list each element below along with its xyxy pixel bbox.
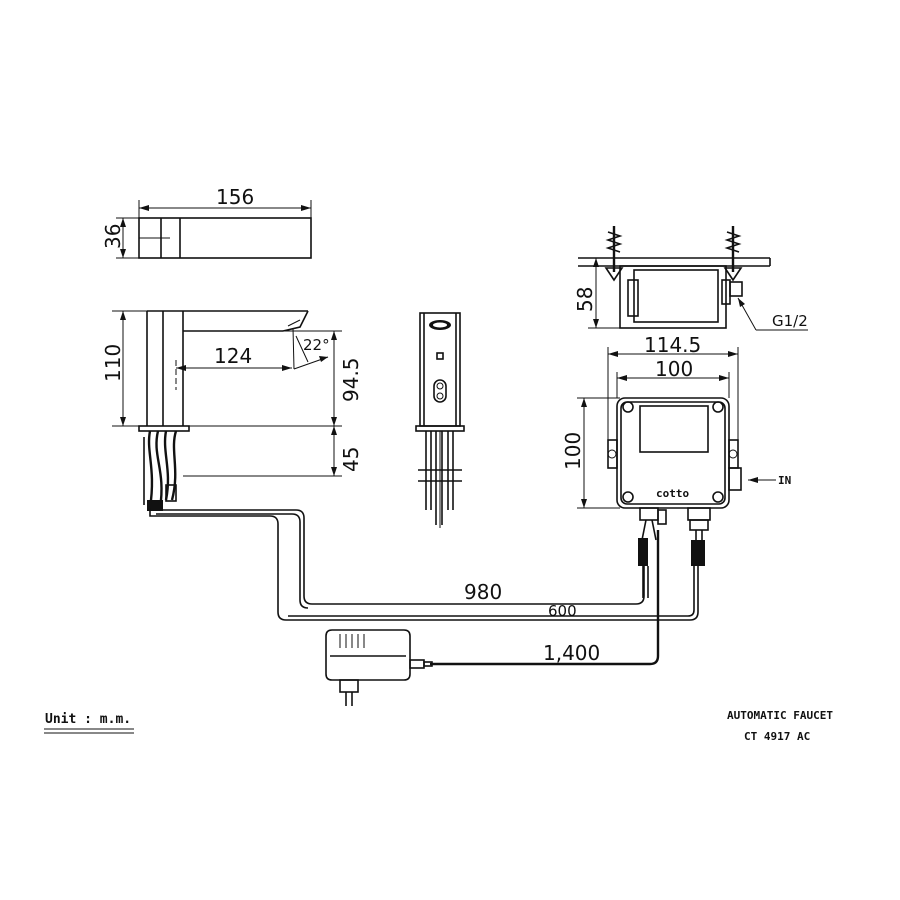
faucet-side-view (112, 310, 342, 511)
label-inlet: IN (778, 474, 791, 487)
dim-box-inner-width: 100 (655, 357, 693, 381)
dim-hose-980: 980 (464, 580, 502, 604)
unit-note: Unit : m.m. (45, 712, 131, 727)
dim-angle: 22° (303, 336, 330, 354)
power-adapter (325, 629, 433, 706)
faucet-front-view (415, 312, 465, 528)
dim-box-outer-width: 114.5 (644, 333, 701, 357)
hose-600 (149, 508, 699, 621)
brand-logo: cotto (656, 487, 689, 500)
dim-box-height: 100 (561, 432, 585, 470)
power-cable (430, 530, 660, 666)
anchor-bolt-left (604, 226, 624, 282)
dim-spout-reach: 124 (214, 344, 252, 368)
dim-cable-1400: 1,400 (543, 641, 600, 665)
dim-faucet-height: 110 (101, 344, 125, 382)
dim-spout-height: 94.5 (339, 357, 363, 402)
dim-shank-length: 45 (339, 447, 363, 472)
hose-980 (156, 509, 645, 609)
dim-box-depth: 58 (573, 287, 597, 312)
anchor-bolt-right (723, 226, 743, 282)
dim-top-width: 156 (216, 185, 254, 209)
control-box-side-view (578, 226, 808, 331)
product-code: CT 4917 AC (744, 730, 810, 743)
dim-top-height: 36 (101, 224, 125, 249)
faucet-top-view (116, 200, 312, 259)
label-thread: G1/2 (772, 312, 808, 330)
dim-hose-600: 600 (548, 602, 577, 620)
product-title: AUTOMATIC FAUCET (727, 709, 833, 722)
control-box-front-view (577, 347, 776, 598)
